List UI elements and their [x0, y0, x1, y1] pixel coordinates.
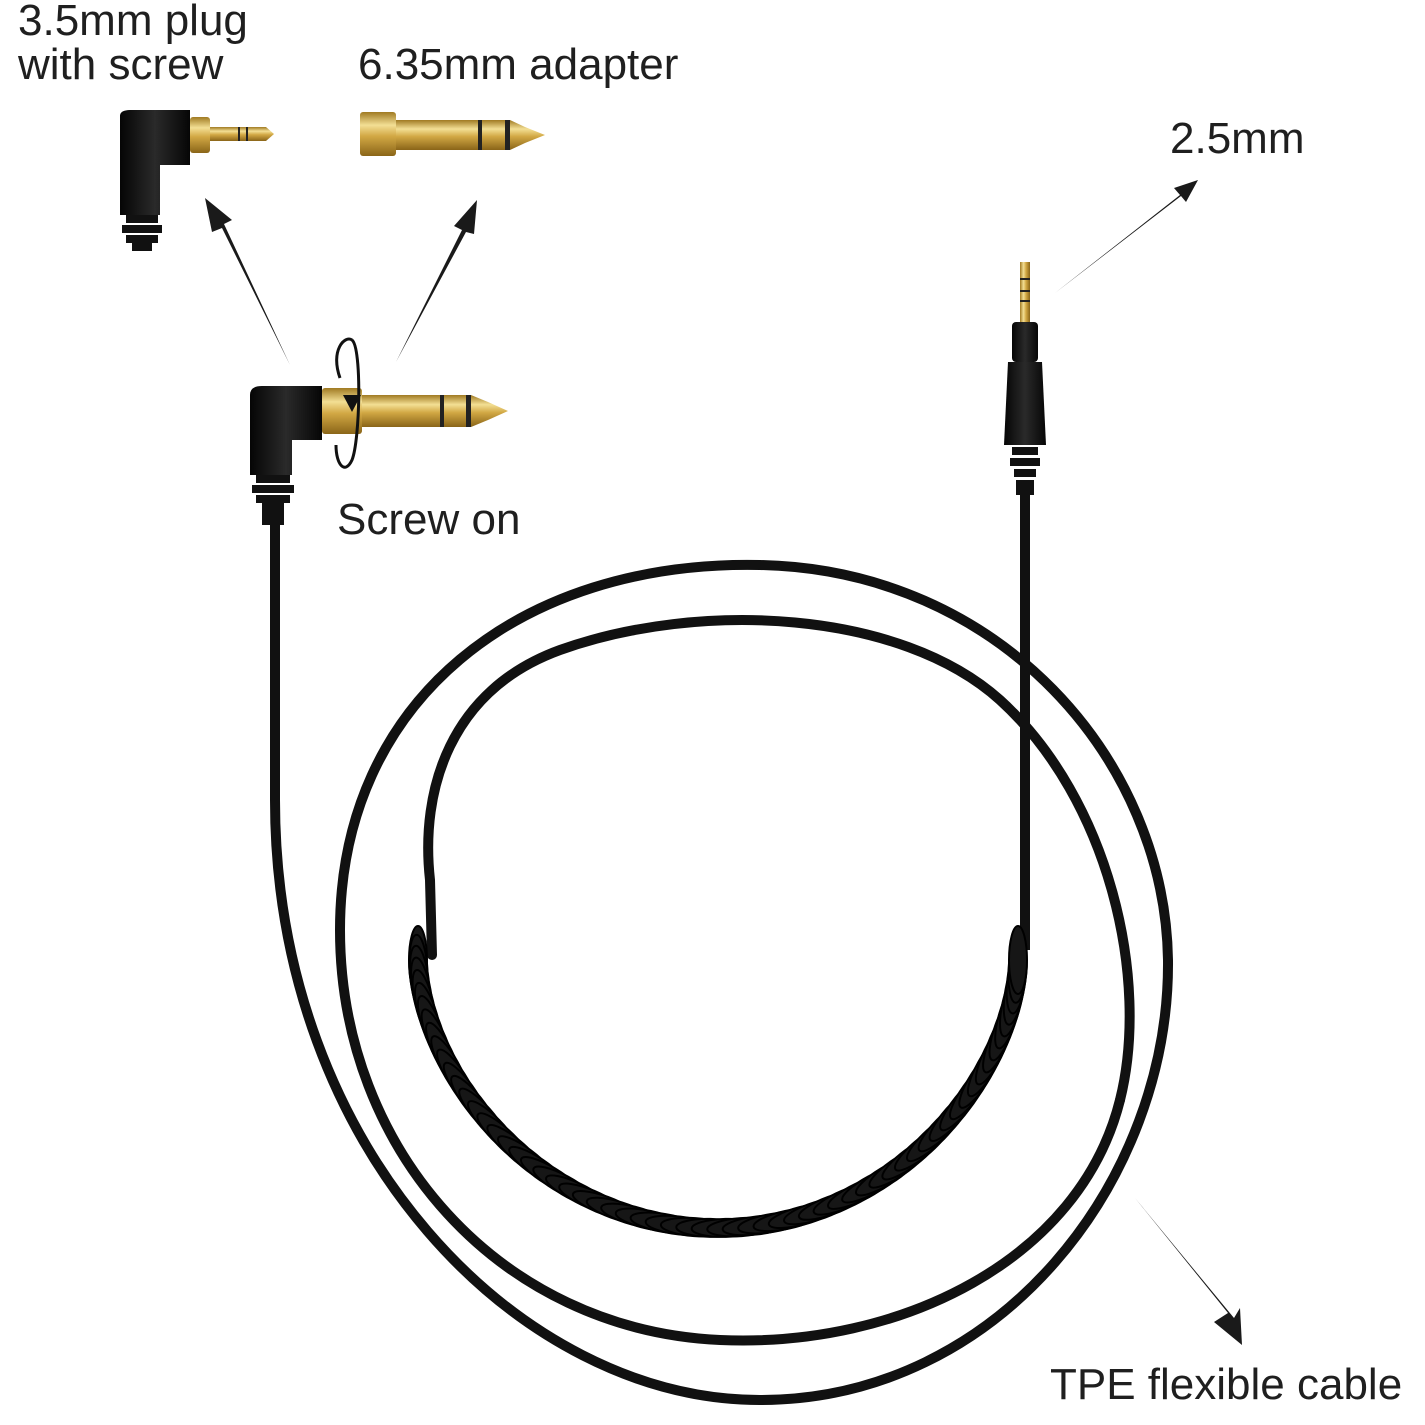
arrow-to-635mm-adapter — [396, 200, 477, 362]
arrow-to-tpe-cable — [1135, 1198, 1242, 1345]
label-screw-on: Screw on — [337, 495, 521, 544]
label-tpe-flexible-cable: TPE flexible cable — [1050, 1360, 1403, 1409]
inner-cable — [423, 615, 1135, 1105]
label-35mm-plug-line1: 3.5mm plug — [18, 0, 248, 45]
adapter-635mm — [360, 112, 545, 156]
label-35mm-plug-line2: with screw — [18, 40, 224, 89]
coiled-cable — [408, 925, 1028, 1238]
plug-35mm-with-screw — [120, 110, 274, 251]
plug-25mm — [1004, 262, 1046, 495]
arrow-to-35mm-plug — [205, 198, 290, 365]
label-25mm: 2.5mm — [1170, 114, 1305, 163]
outer-cable — [270, 520, 1174, 1406]
label-635mm-adapter: 6.35mm adapter — [358, 40, 679, 89]
plug-with-adapter-assembled — [250, 337, 508, 525]
arrow-to-25mm-plug — [1055, 180, 1198, 293]
rotation-arrow-icon — [334, 337, 361, 469]
